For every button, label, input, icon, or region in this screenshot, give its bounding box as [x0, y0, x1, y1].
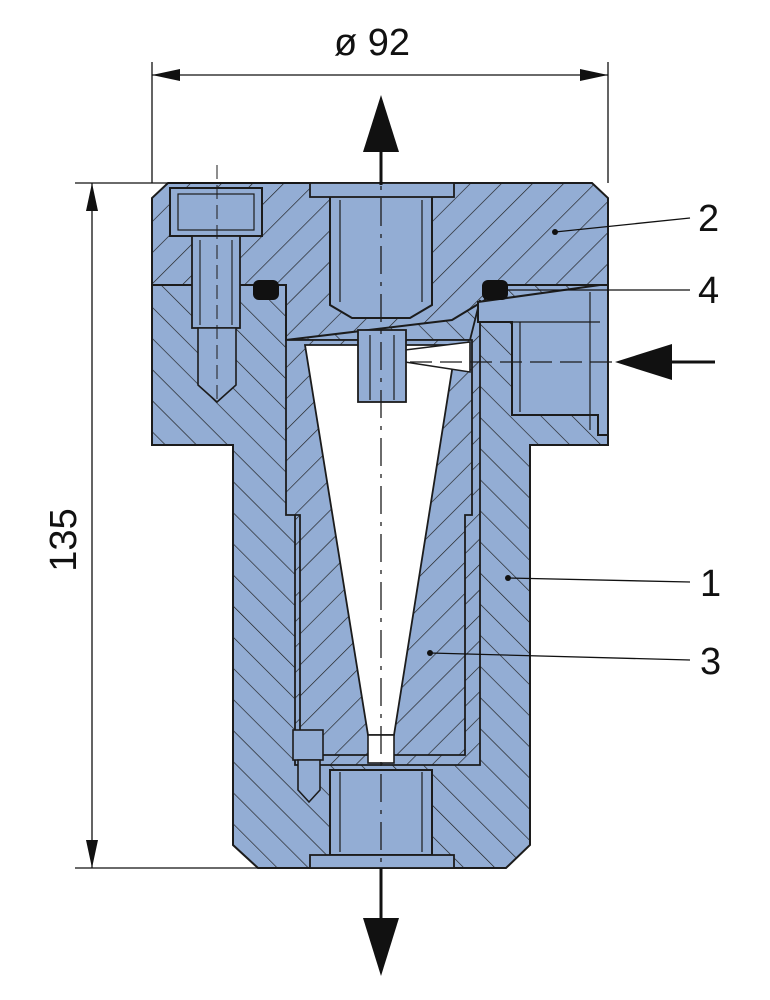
height-dimension: 135 — [43, 182, 300, 869]
top-outlet-neck — [357, 329, 407, 403]
callout-label-3: 3 — [700, 641, 721, 683]
down-arrow-icon — [363, 868, 399, 976]
callout-label-4: 4 — [698, 270, 719, 312]
callout-2: 2 — [552, 198, 719, 240]
diameter-label: ø 92 — [334, 22, 410, 64]
left-arrow-icon — [615, 344, 715, 380]
up-arrow-icon — [363, 95, 399, 185]
locating-pin — [292, 729, 324, 804]
height-label: 135 — [43, 508, 85, 571]
callout-label-1: 1 — [700, 563, 721, 605]
diameter-dimension: ø 92 — [151, 22, 609, 183]
callout-3: 3 — [427, 641, 721, 683]
callout-4: 4 — [508, 270, 719, 312]
callout-1: 1 — [505, 563, 721, 605]
o-ring-left — [253, 280, 279, 300]
o-ring-right — [482, 280, 508, 300]
bolt — [169, 165, 263, 404]
callout-label-2: 2 — [698, 198, 719, 240]
